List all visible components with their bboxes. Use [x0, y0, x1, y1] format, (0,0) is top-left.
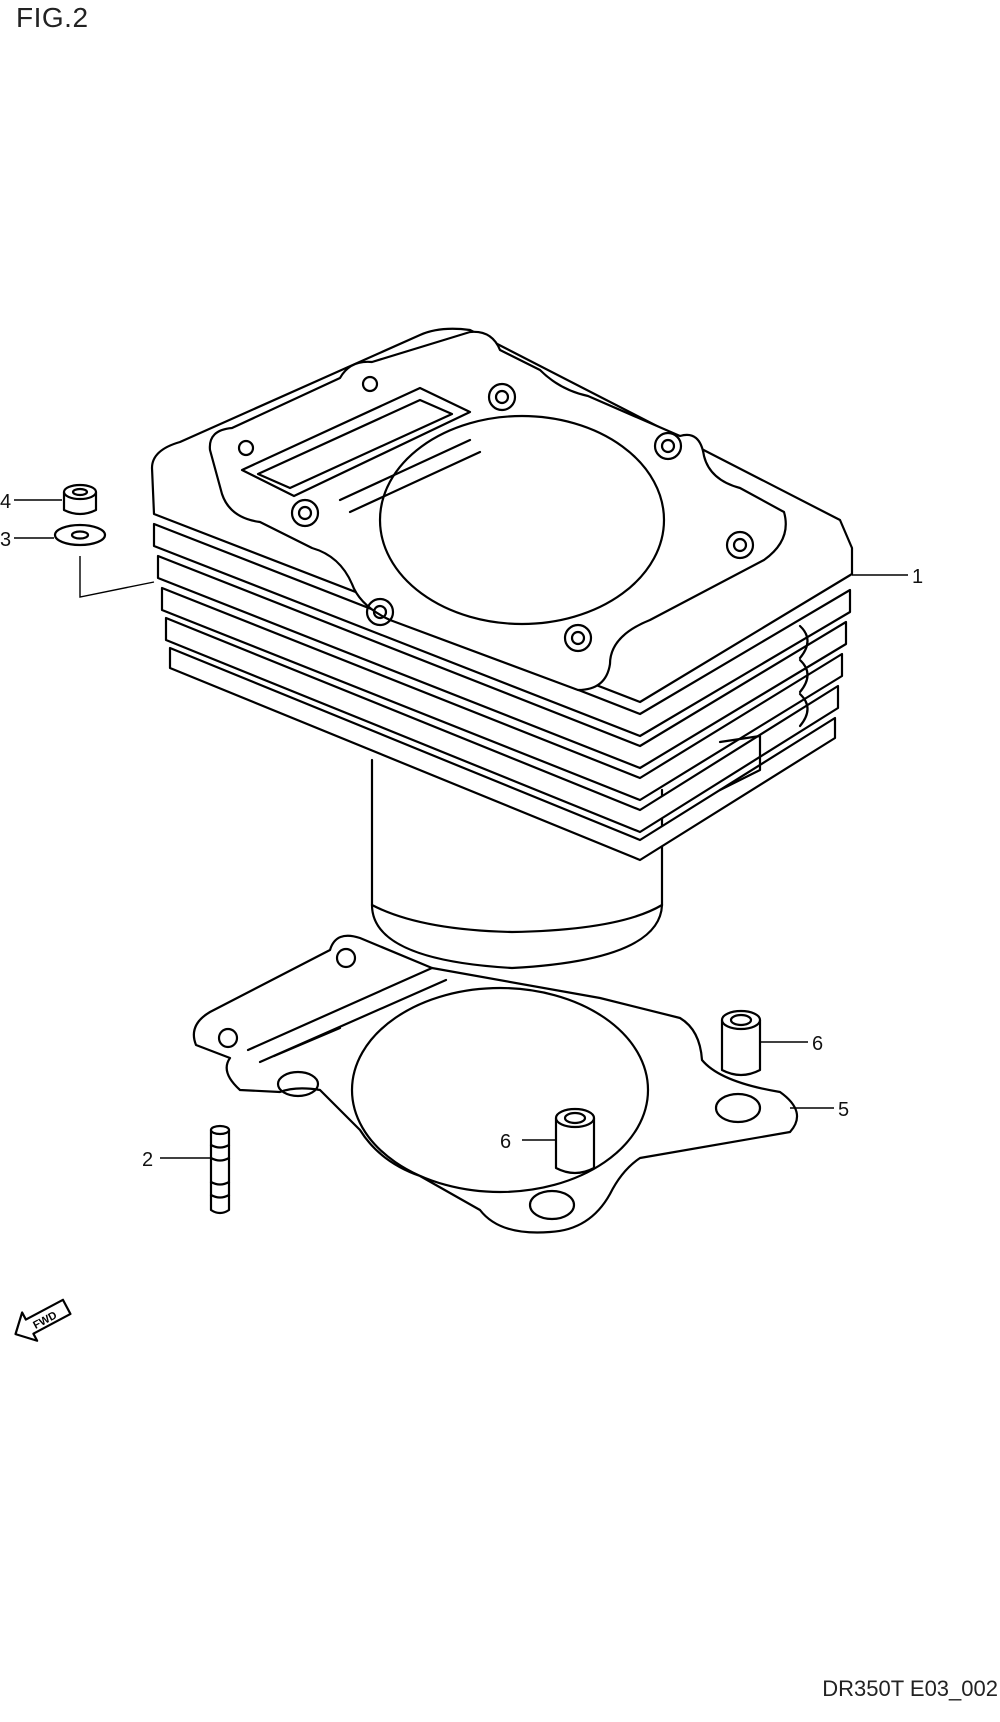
- leader-lines: [14, 499, 908, 1159]
- figure-code: DR350T E03_002: [822, 1676, 998, 1701]
- callout-6-center: 6: [500, 1131, 511, 1153]
- figure-title: FIG.2: [16, 2, 89, 33]
- callout-3: 3: [0, 529, 11, 551]
- forward-arrow-icon: FWD: [14, 1298, 72, 1342]
- callout-4: 4: [0, 491, 11, 513]
- washer-part-3[interactable]: [53, 523, 107, 547]
- callout-5: 5: [838, 1099, 849, 1121]
- callout-2: 2: [142, 1149, 153, 1171]
- base-gasket-part-5[interactable]: [192, 934, 799, 1234]
- callout-1: 1: [912, 566, 923, 588]
- callout-labels: 4 3 1 6 5 6 2: [0, 491, 923, 1171]
- dowel-pin-part-6-center[interactable]: [554, 1107, 596, 1175]
- nut-part-4[interactable]: [62, 483, 98, 516]
- dowel-pin-part-6-right[interactable]: [720, 1009, 762, 1077]
- cylinder-part-1[interactable]: [150, 327, 854, 970]
- callout-6-right: 6: [812, 1033, 823, 1055]
- stud-bolt-part-2[interactable]: [209, 1124, 231, 1215]
